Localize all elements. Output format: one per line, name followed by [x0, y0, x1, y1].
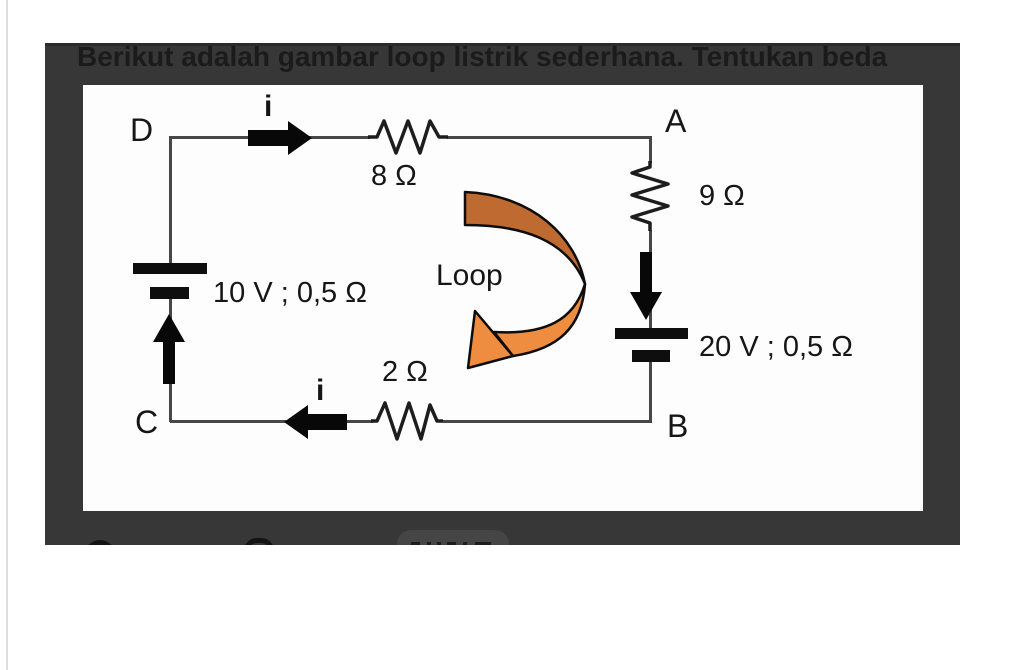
wire-right-lower — [649, 361, 652, 422]
battery-left-label: 10 V ; 0,5 Ω — [213, 277, 367, 309]
wire-top-right — [447, 136, 652, 139]
button-glyph-fragment — [463, 542, 467, 545]
resistor-9ohm — [630, 161, 670, 231]
battery-left-long-plate — [133, 263, 207, 274]
action-button-clipped[interactable] — [397, 530, 509, 545]
resistor-2ohm-label: 2 Ω — [382, 356, 428, 388]
current-label-top: i — [264, 90, 273, 123]
resistor-2ohm — [371, 401, 443, 441]
node-label-a: A — [665, 103, 687, 139]
button-glyph-fragment — [437, 542, 441, 545]
battery-right-label: 20 V ; 0,5 Ω — [699, 331, 853, 363]
node-label-b: B — [667, 408, 689, 444]
button-glyph-fragment — [447, 542, 456, 545]
battery-right-long-plate — [615, 328, 688, 339]
wire-left-upper — [169, 136, 172, 264]
current-arrow-right-icon — [630, 252, 662, 320]
node-label-c: C — [135, 404, 159, 440]
loop-arrow-icon — [463, 190, 587, 370]
button-glyph-fragment — [427, 542, 431, 545]
current-label-bottom: i — [316, 374, 325, 407]
answer-radio-1[interactable] — [85, 540, 115, 545]
battery-left-short-plate — [150, 287, 189, 299]
battery-right-short-plate — [632, 350, 670, 362]
answer-radio-2[interactable] — [244, 538, 274, 545]
resistor-8ohm-label: 8 Ω — [371, 160, 417, 192]
node-label-d: D — [130, 112, 154, 148]
current-arrow-bottom-icon — [284, 405, 347, 439]
resistor-8ohm — [368, 119, 448, 155]
button-glyph-fragment — [475, 542, 491, 545]
resistor-9ohm-label: 9 Ω — [699, 180, 745, 212]
question-text: Berikut adalah gambar loop listrik seder… — [77, 41, 888, 72]
page-edge-line — [6, 0, 8, 670]
wire-right-upper — [649, 136, 652, 163]
loop-label: Loop — [436, 259, 503, 292]
wire-bottom-right — [443, 420, 652, 423]
circuit-panel — [83, 85, 923, 511]
current-arrow-left-icon — [153, 314, 185, 384]
current-arrow-top-icon — [248, 121, 312, 155]
button-glyph-fragment — [411, 542, 420, 545]
wire-bottom-left — [170, 420, 373, 423]
